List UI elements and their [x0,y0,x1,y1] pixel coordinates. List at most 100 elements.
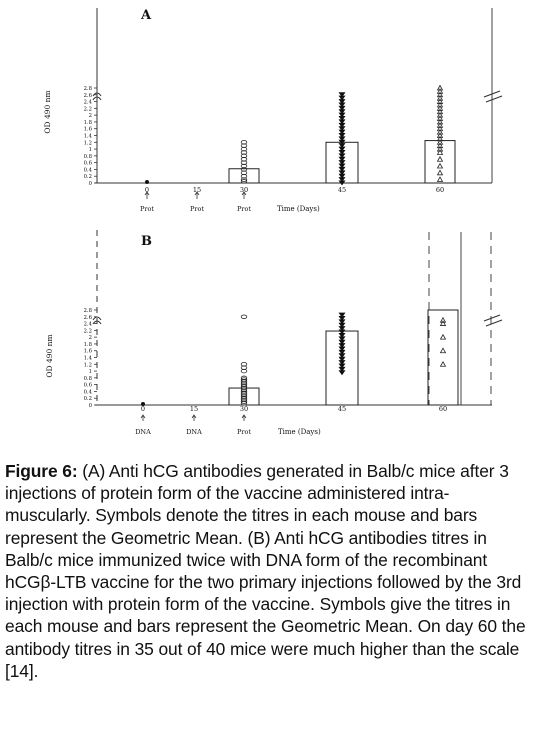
mouse-titre-marker [338,166,346,172]
mouse-titre-marker [338,105,346,111]
panel-label: B [141,234,152,249]
y-tick-label: 0.8 [84,376,93,382]
y-tick-label: 1.6 [84,349,93,355]
injection-label: Prot [140,205,154,213]
figure-caption: Figure 6: (A) Anti hCG antibodies genera… [5,460,532,682]
y-tick-label: 0 [89,403,93,409]
mouse-titre-marker [338,133,346,138]
y-tick-label: 0.4 [84,389,93,395]
y-axis-break [92,92,102,101]
mouse-titre-marker [338,360,346,366]
mouse-titre-marker [338,363,346,369]
mouse-titre-marker [436,169,444,176]
mouse-titre-marker [436,162,444,169]
injection-arrowhead [191,414,197,419]
injection-label: DNA [186,428,202,436]
mouse-titre-marker [436,155,444,162]
x-tick-label: 0 [145,186,149,194]
mouse-titre-marker [436,94,444,101]
mouse-titre-marker [338,126,346,132]
mouse-titre-marker [338,329,346,335]
mouse-titre-marker [338,163,346,169]
mouse-titre-marker [338,177,346,183]
mouse-titre-marker [338,332,346,338]
x-tick-label: 60 [439,405,447,413]
mouse-titre-marker [439,360,447,367]
y-tick-label: 1.2 [84,362,92,368]
mouse-titre-marker [338,116,346,122]
mouse-titre-marker [436,115,444,121]
injection-label: Prot [237,428,251,436]
mouse-titre-marker [338,153,346,159]
x-tick-label: 45 [338,186,346,194]
mouse-titre-marker [338,339,346,345]
mouse-titre-marker [338,315,346,321]
mouse-titre-marker [338,146,346,152]
mouse-titre-marker [439,347,447,354]
injection-label: Prot [190,205,204,213]
mouse-titre-marker [338,119,346,125]
y-tick-label: 1.8 [84,342,93,348]
y-tick-label: 0.6 [84,161,93,167]
mouse-titre-marker [338,319,346,325]
mouse-titre-marker [436,105,444,111]
mouse-titre-marker [338,156,346,162]
mouse-titre-marker [338,122,346,128]
mouse-titre-marker [439,316,447,323]
caption-text: (A) Anti hCG antibodies generated in Bal… [5,461,526,681]
x-tick-label: 0 [141,405,145,413]
y-tick-label: 2 [89,335,92,341]
mouse-titre-marker [439,333,447,340]
mouse-titre-marker [436,111,444,118]
y-tick-label: 0.2 [84,174,92,180]
y-tick-label: 2 [89,113,92,119]
mouse-titre-marker [436,135,444,142]
mouse-titre-marker [338,139,346,145]
mouse-titre-marker [436,121,444,128]
y-tick-label: 2.4 [84,322,93,328]
mouse-titre-marker [240,140,248,145]
mouse-titre-marker [436,176,444,183]
injection-arrowhead [140,414,146,419]
y-tick-label: 2.6 [84,315,93,321]
injection-label: DNA [135,428,151,436]
x-axis-label: Time (Days) [277,205,320,213]
y-tick-label: 1.4 [84,134,93,140]
mouse-titre-marker [240,362,248,367]
mouse-titre-marker [436,91,444,98]
y-tick-label: 0 [89,181,93,187]
injection-label: Prot [237,205,251,213]
gm-bar [427,309,459,406]
mouse-titre-marker [240,375,248,381]
figure-6-charts: A00.20.40.60.811.21.41.61.822.22.42.62.8… [43,8,503,436]
mouse-titre-marker [338,356,346,362]
injection-arrowhead [241,191,247,196]
panel-a-chart: A00.20.40.60.811.21.41.61.822.22.42.62.8… [43,8,503,213]
mouse-titre-marker [436,98,444,104]
mouse-titre-marker [436,88,444,94]
mouse-titre-marker [338,170,346,176]
mouse-titre-marker [145,180,149,184]
mouse-titre-marker [338,173,346,179]
mouse-titre-marker [436,118,444,125]
y-tick-label: 1.8 [84,120,93,126]
panel-b-chart: B00.20.40.60.811.21.41.61.822.22.42.62.8… [45,230,503,436]
mouse-titre-marker [436,108,444,115]
mouse-titre-marker [240,314,248,319]
injection-arrowhead [194,191,200,196]
mouse-titre-marker [436,138,444,145]
x-tick-label: 30 [240,186,248,194]
mouse-titre-marker [338,349,346,355]
mouse-titre-marker [439,320,447,326]
mouse-titre-marker [338,129,346,135]
mouse-titre-marker [240,377,248,382]
mouse-titre-marker [436,149,444,155]
x-tick-label: 15 [193,186,201,194]
mouse-titre-marker [338,312,346,318]
right-axis-break [483,314,503,327]
mouse-titre-marker [338,149,346,155]
mouse-titre-marker [338,92,346,98]
mouse-titre-marker [338,109,346,115]
mouse-titre-marker [436,132,444,138]
mouse-titre-marker [338,112,346,118]
